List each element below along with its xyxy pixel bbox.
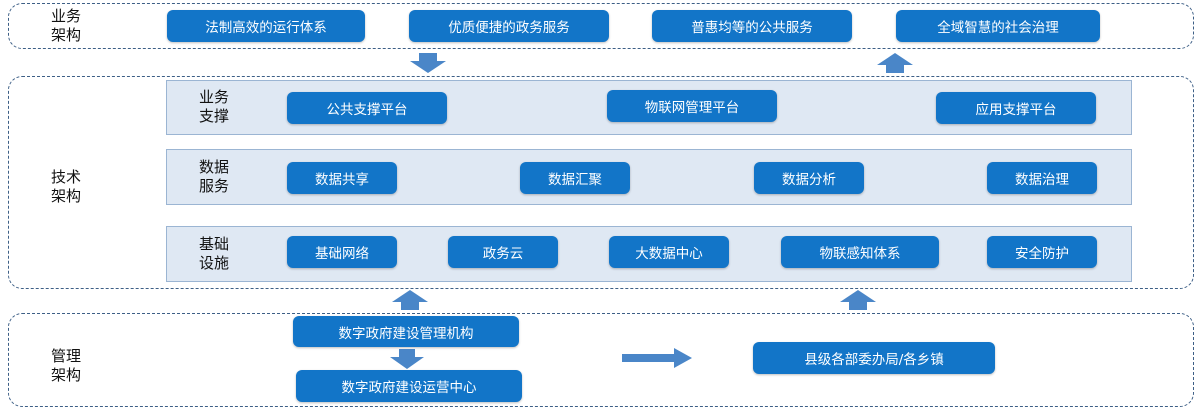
item-iot-management-platform: 物联网管理平台 (607, 90, 777, 122)
item-data-analysis: 数据分析 (754, 162, 864, 194)
item-big-data-center: 大数据中心 (609, 236, 729, 268)
down-arrow-icon (390, 349, 424, 369)
technical-architecture-section (8, 76, 1194, 289)
item-public-support-platform: 公共支撑平台 (287, 92, 447, 124)
business-architecture-label: 业务 架构 (50, 7, 81, 44)
down-arrow-icon (410, 53, 446, 73)
row-label-infrastructure: 基础 设施 (198, 235, 229, 272)
tech-row-data-services (166, 149, 1132, 205)
up-arrow-icon (840, 290, 876, 310)
business-architecture-section (8, 3, 1194, 49)
item-application-support-platform: 应用支撑平台 (936, 92, 1096, 124)
technical-architecture-label: 技术 架构 (50, 168, 81, 205)
mgmt-org-bottom: 数字政府建设运营中心 (296, 370, 522, 402)
management-architecture-section (8, 313, 1194, 407)
item-gov-cloud: 政务云 (448, 236, 558, 268)
item-security-protection: 安全防护 (987, 236, 1097, 268)
row-label-business-support: 业务 支撑 (198, 88, 229, 125)
biz-item-gov-services: 优质便捷的政务服务 (409, 10, 609, 42)
item-iot-perception: 物联感知体系 (781, 236, 939, 268)
up-arrow-icon (877, 53, 913, 73)
item-basic-network: 基础网络 (287, 236, 397, 268)
up-arrow-icon (392, 290, 428, 310)
row-label-data-services: 数据 服务 (198, 158, 229, 195)
item-data-aggregation: 数据汇聚 (520, 162, 630, 194)
biz-item-rule-of-law: 法制高效的运行体系 (167, 10, 365, 42)
mgmt-target-orgs: 县级各部委办局/各乡镇 (753, 342, 995, 374)
item-data-governance: 数据治理 (987, 162, 1097, 194)
right-arrow-icon (622, 348, 692, 368)
biz-item-social-governance: 全域智慧的社会治理 (896, 10, 1100, 42)
management-architecture-label: 管理 架构 (50, 347, 81, 384)
mgmt-org-top: 数字政府建设管理机构 (293, 316, 519, 347)
item-data-sharing: 数据共享 (287, 162, 397, 194)
biz-item-public-services: 普惠均等的公共服务 (652, 10, 852, 42)
